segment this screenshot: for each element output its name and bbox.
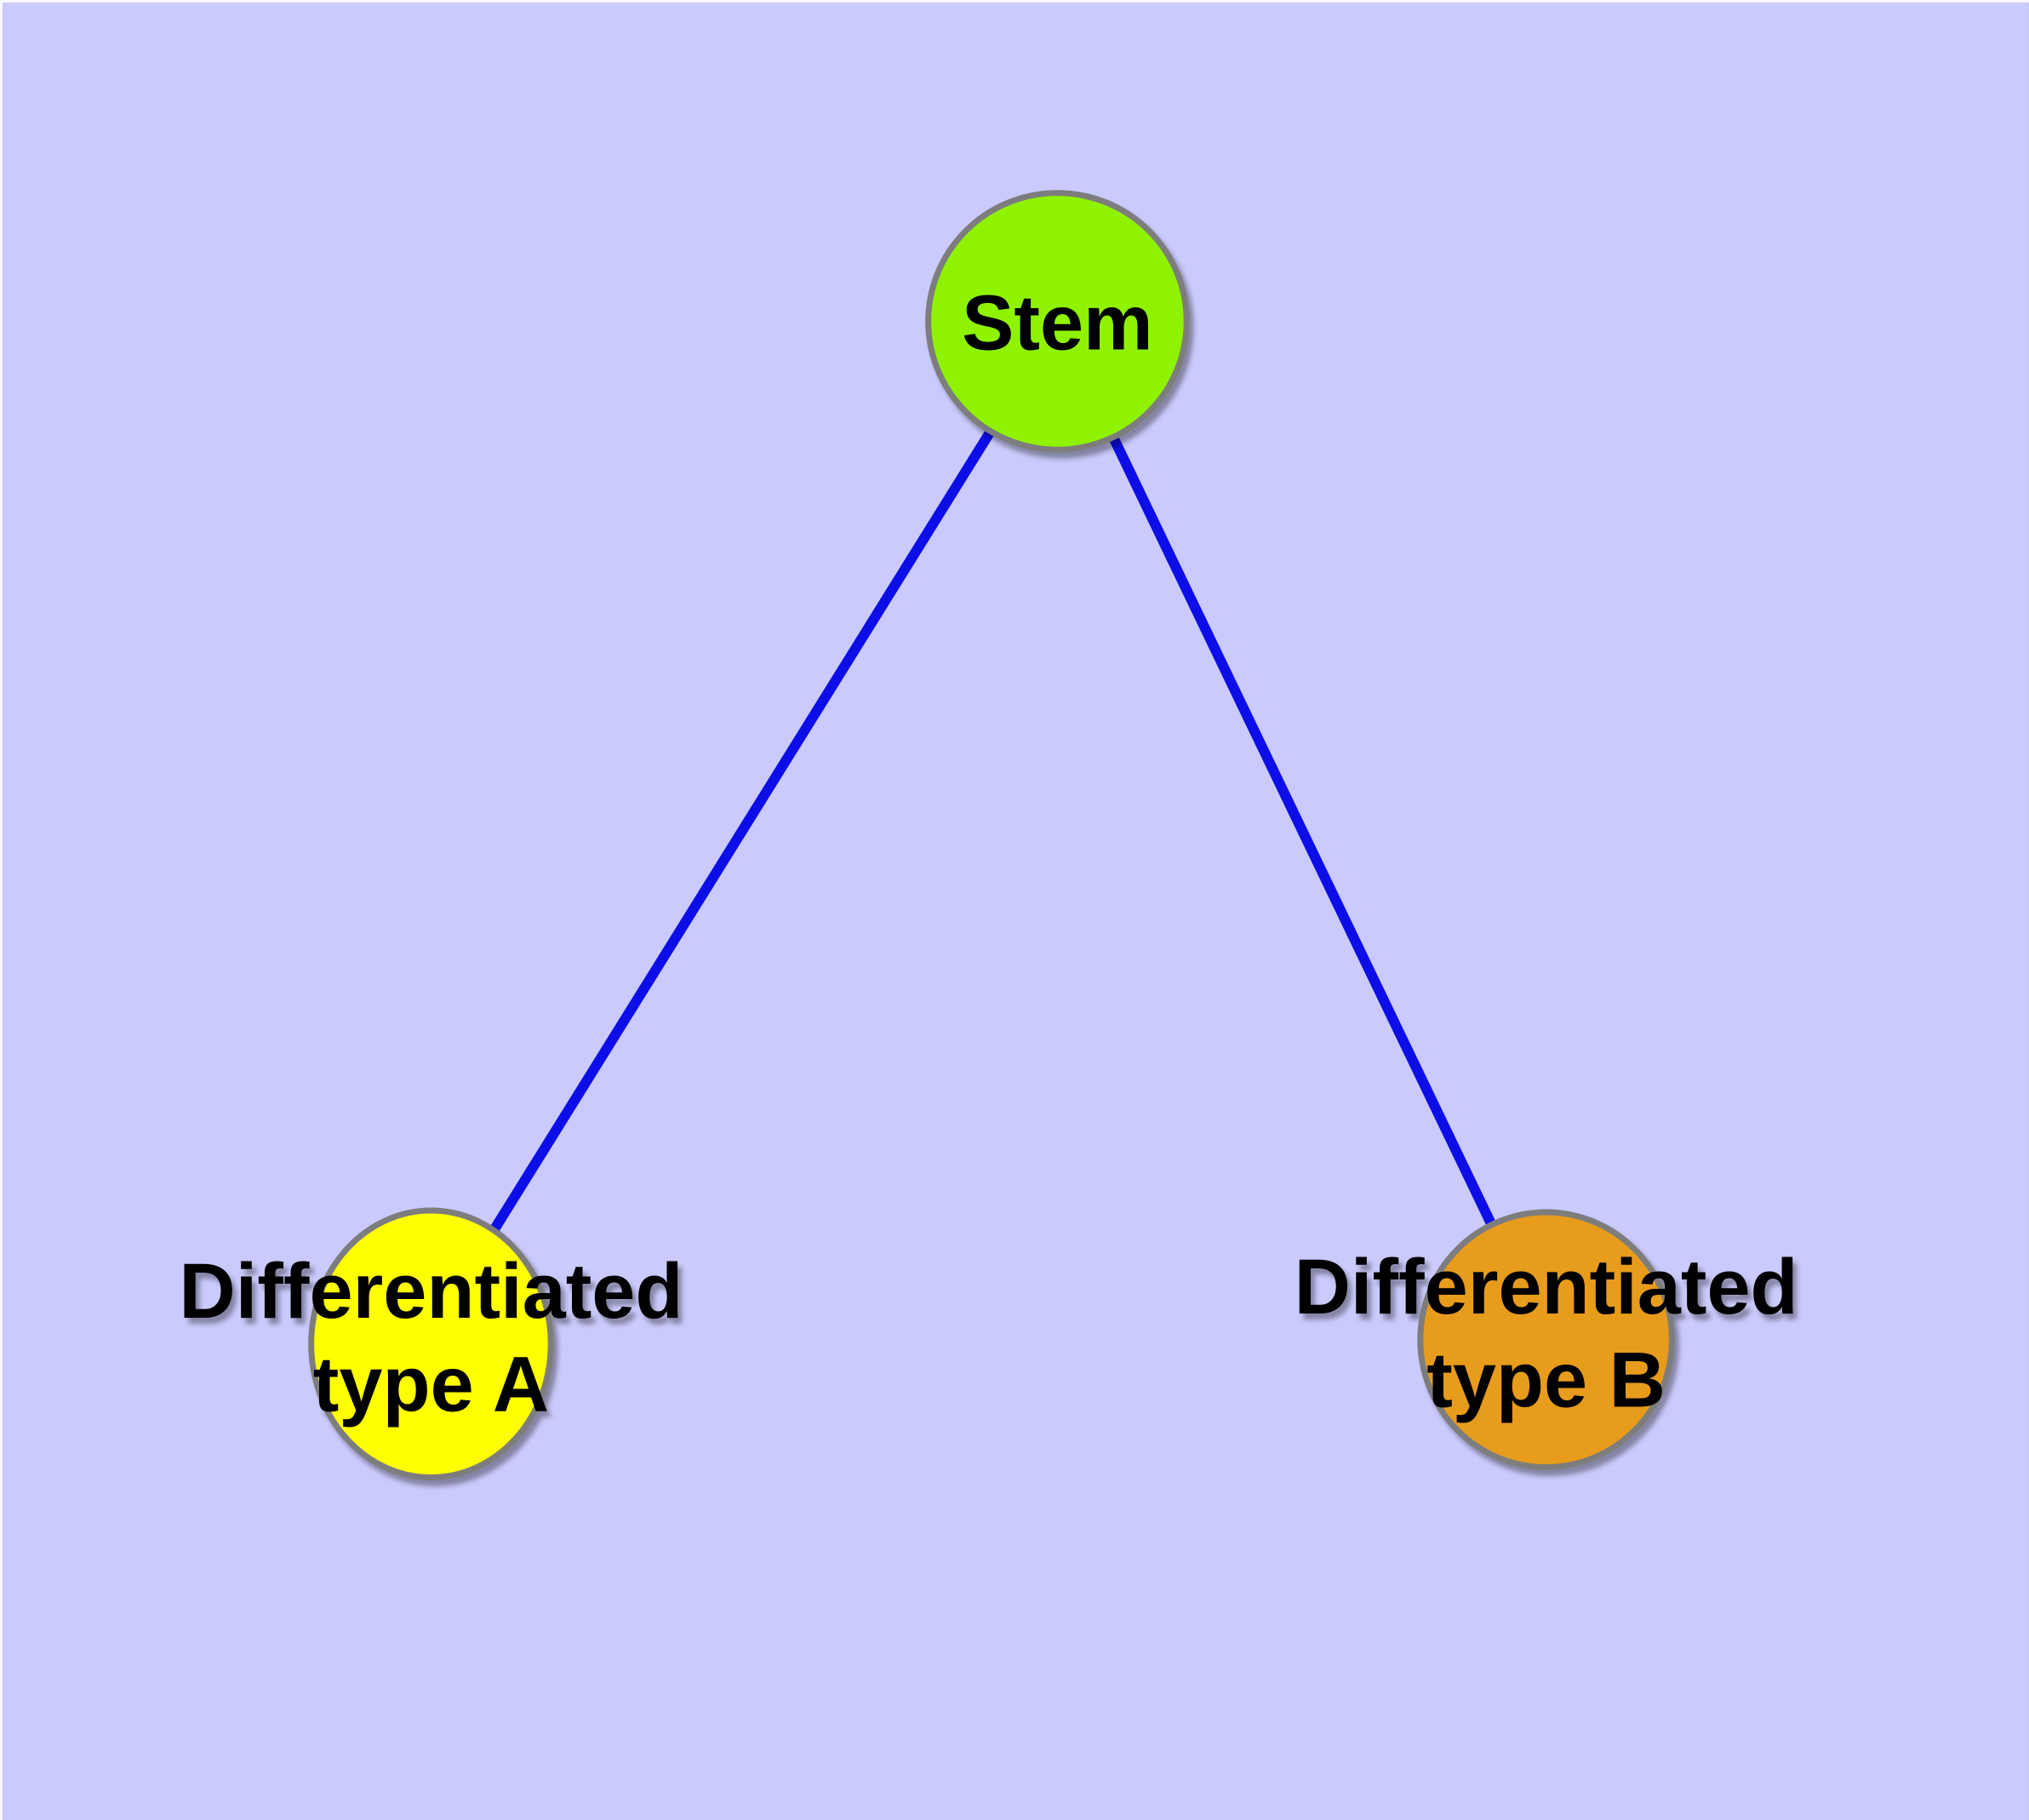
edge-stem-to-type-b[interactable] [1108, 435, 1497, 1228]
edge-stem-to-type-a[interactable] [489, 429, 995, 1233]
stem-node-label: Stem [962, 279, 1153, 366]
type-b-node[interactable] [1417, 1209, 1675, 1471]
type-b-node-label-line1: Differentiated [1295, 1244, 1798, 1331]
type-a-node[interactable] [308, 1207, 554, 1481]
type-b-node-label-line2: type B [1426, 1337, 1666, 1424]
type-a-node-label-line2: type A [313, 1342, 549, 1428]
stem-node[interactable] [925, 190, 1190, 453]
type-a-node-label-line1: Differentiated [179, 1248, 683, 1335]
